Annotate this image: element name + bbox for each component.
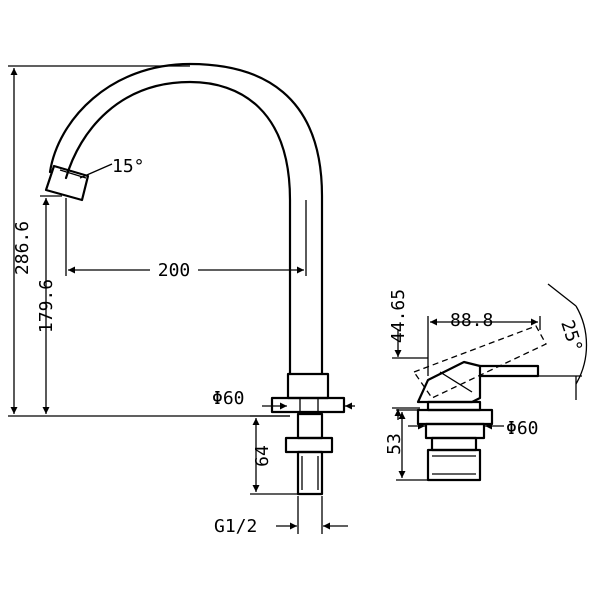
dimension-handle-height: 44.65 <box>388 289 428 420</box>
mixer-base <box>416 408 494 482</box>
dimension-total-height: 286.6 <box>8 65 290 417</box>
thread-label: G1/2 <box>214 516 257 537</box>
dimension-handle-width: 88.8 <box>427 310 541 376</box>
mixer-body <box>412 325 582 412</box>
shank-length-label: 64 <box>252 445 273 467</box>
dimension-mixer-base-diameter: Φ60 <box>408 418 539 439</box>
tap-shank <box>284 412 334 496</box>
dimension-tap-base-diameter: Φ60 <box>212 388 355 410</box>
handle-width-label: 88.8 <box>450 310 493 331</box>
handle-height-label: 44.65 <box>388 289 409 343</box>
mixer-base-diameter-label: Φ60 <box>506 418 539 439</box>
dimension-lever-angle: 25° <box>547 283 588 400</box>
dimension-shank-length: 64 <box>250 415 298 495</box>
mixer-shank-length-label: 53 <box>384 433 405 455</box>
dimension-spout-angle: 15° <box>112 156 145 177</box>
dimension-mixer-shank-length: 53 <box>384 409 428 481</box>
dimension-spout-height: 179.6 <box>36 195 62 414</box>
spout-angle-label: 15° <box>112 156 145 177</box>
gooseneck-spout <box>44 62 324 376</box>
tap-base <box>270 372 346 414</box>
total-height-label: 286.6 <box>12 221 33 275</box>
dimension-reach: 200 <box>65 198 307 281</box>
reach-label: 200 <box>158 260 191 281</box>
lever-angle-label: 25° <box>556 318 586 355</box>
tap-base-diameter-label: Φ60 <box>212 388 245 409</box>
spout-height-label: 179.6 <box>36 279 57 333</box>
dimension-thread: G1/2 <box>214 496 348 537</box>
